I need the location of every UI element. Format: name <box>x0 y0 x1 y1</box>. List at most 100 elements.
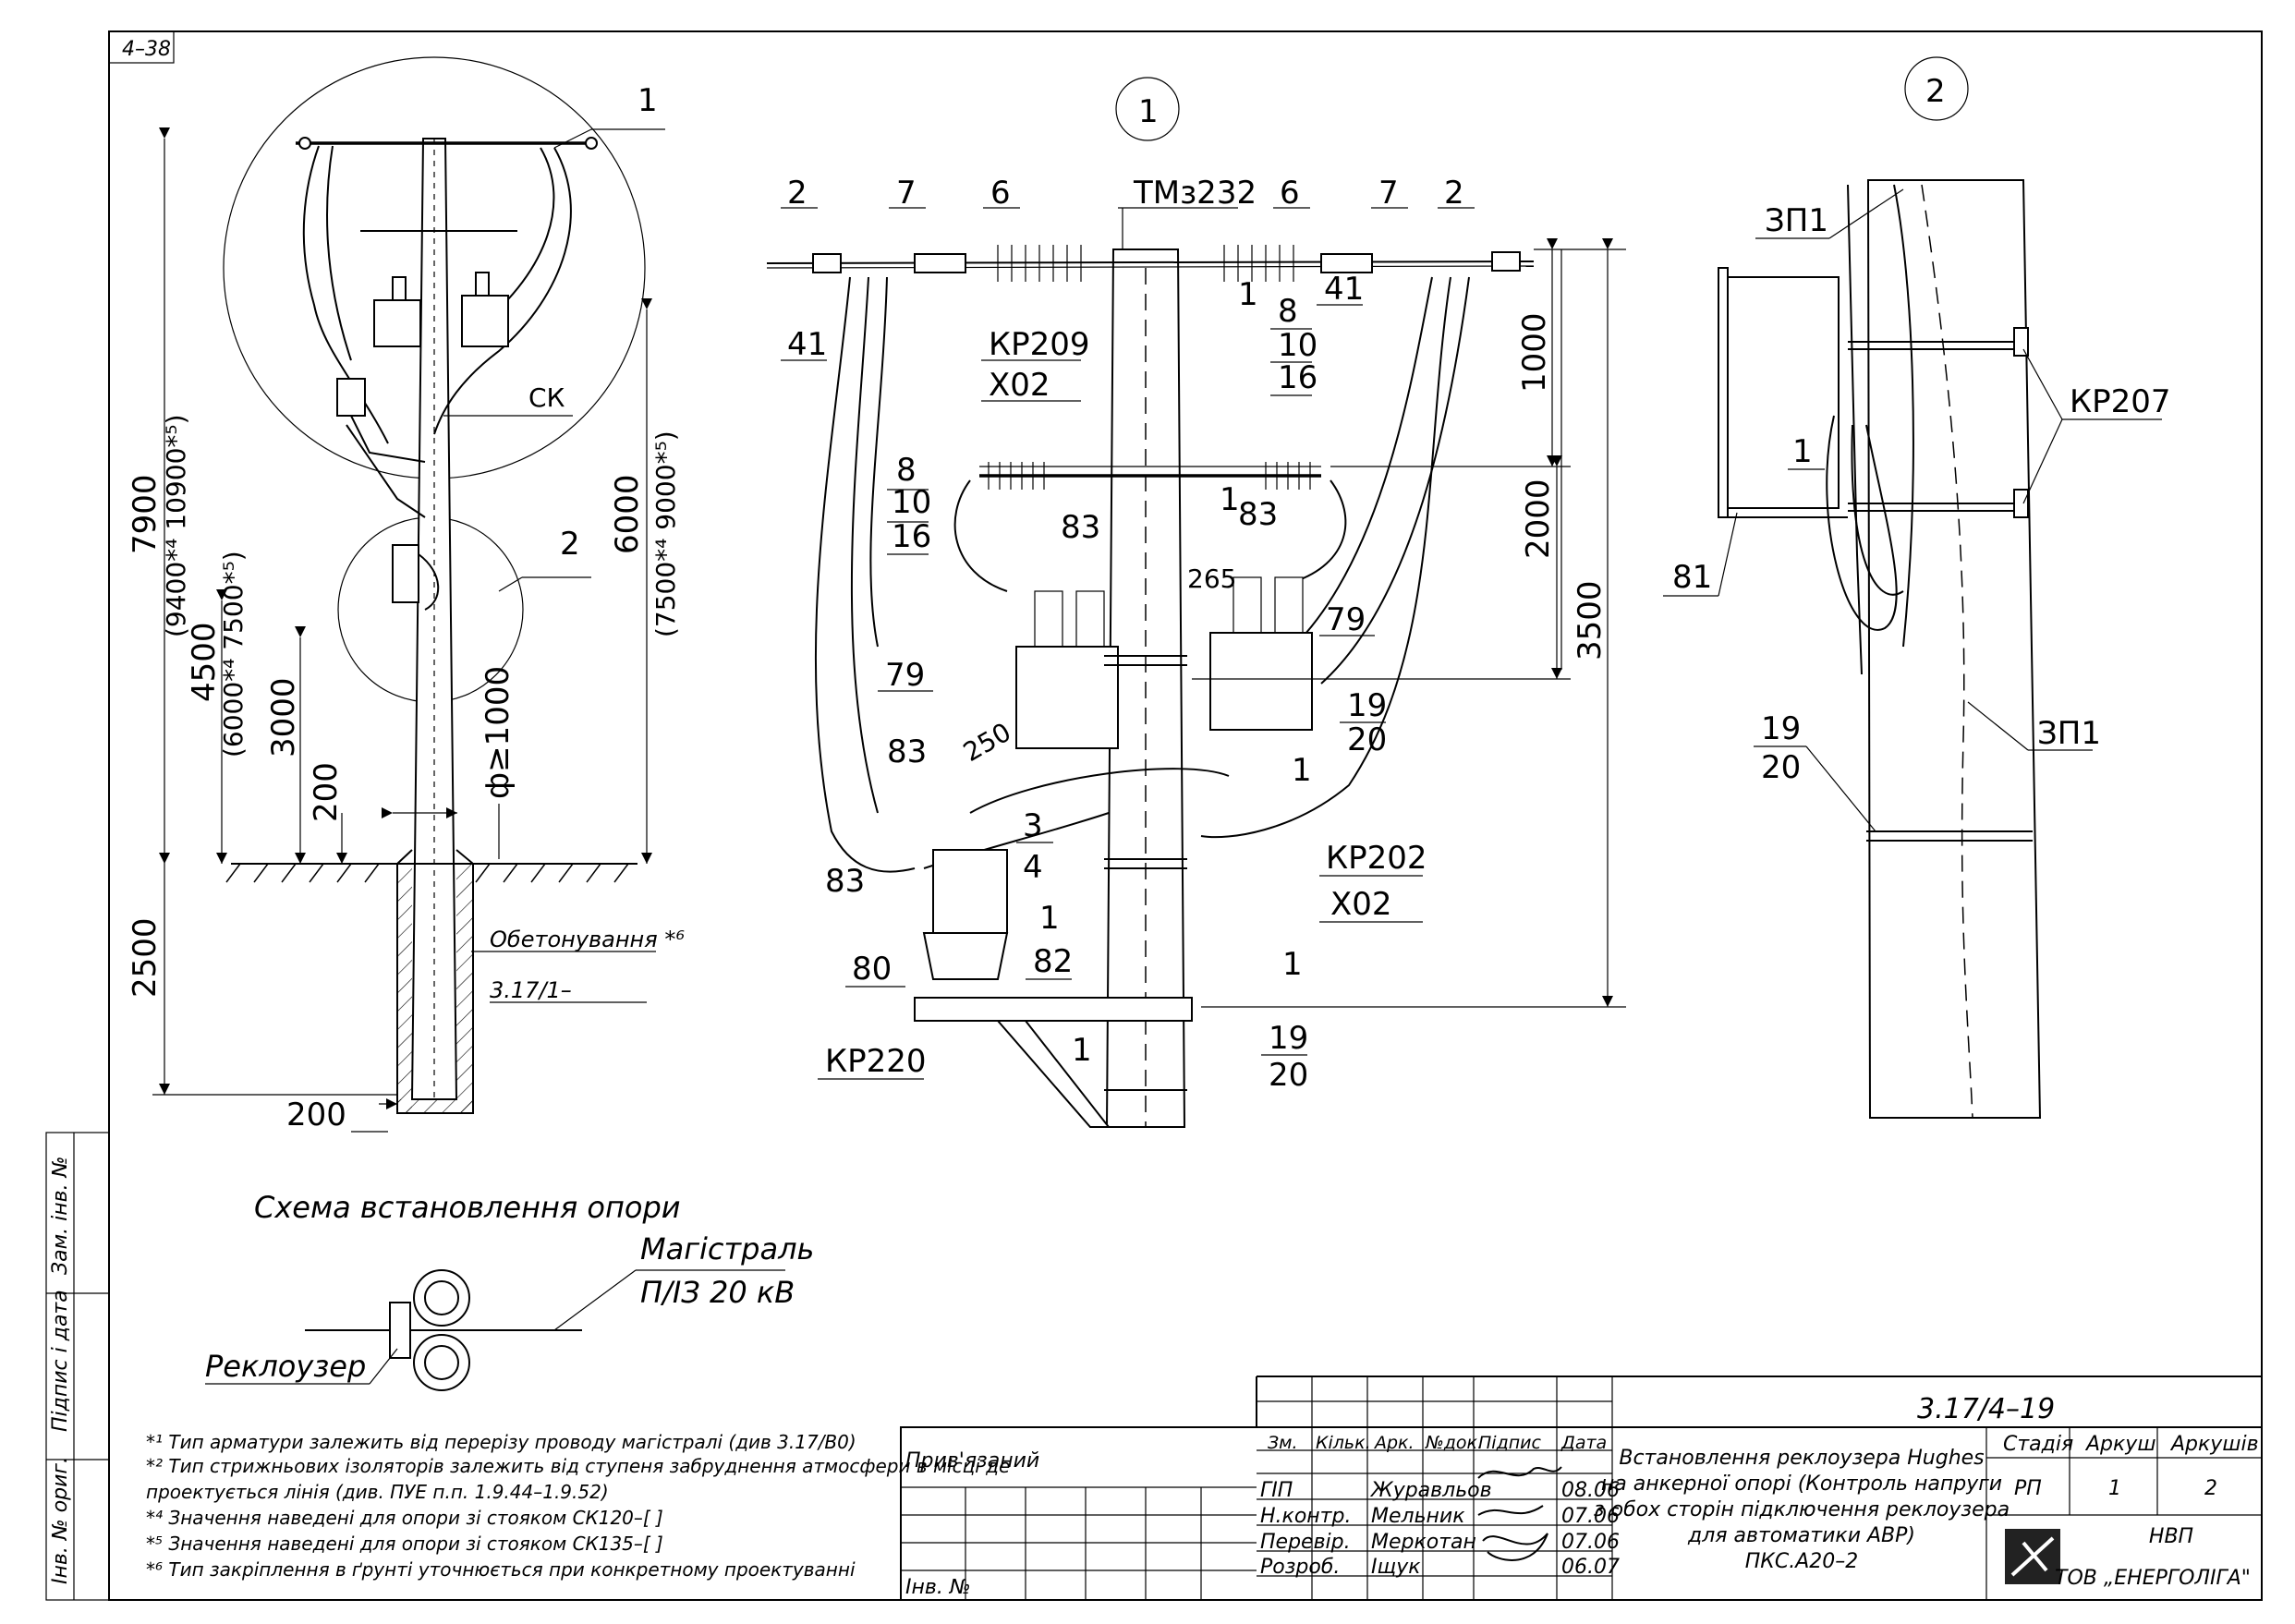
label-1-right: 1 <box>1792 433 1813 470</box>
note-2-cont: проектується лінія (див. ПУЕ п.п. 1.9.44… <box>146 1481 609 1503</box>
label-20b: 20 <box>1269 1057 1308 1094</box>
label-41b: 41 <box>1324 271 1364 308</box>
label-8b: 8 <box>1278 293 1298 330</box>
dim-1000: 1000 <box>1516 312 1553 393</box>
left-view-pole: 7900 (9400*⁴ 10900*⁵) 4500 (6000*⁴ 7500*… <box>127 56 685 1133</box>
label-kp207: КР207 <box>2070 383 2171 420</box>
callout-ck: СК <box>528 382 565 413</box>
hdr-ark: Арк. <box>1373 1433 1415 1453</box>
side-stamp: Зам. інв. № Підпис і дата Інв. № ориг. <box>45 1132 110 1601</box>
sheet-code: 4–38 <box>122 38 171 61</box>
stage-value: РП <box>2014 1477 2042 1500</box>
row-name-3: Меркотан <box>1371 1531 1476 1554</box>
row-role-3: Перевір. <box>1260 1531 1351 1554</box>
org-line-2: ТОВ „ЕНЕРГОЛІГА" <box>2055 1567 2251 1590</box>
label-83b: 83 <box>1238 496 1278 533</box>
hdr-zm: Зм. <box>1268 1433 1298 1453</box>
notes: *¹ Тип арматури залежить від перерізу пр… <box>146 1431 1010 1581</box>
stamp-inv: Інв. № ориг. <box>49 1457 72 1584</box>
hdr-ndok: №док. <box>1425 1433 1483 1453</box>
row-name-2: Мельник <box>1371 1505 1465 1528</box>
note-6: *⁶ Тип закріплення в ґрунті уточнюється … <box>146 1558 856 1581</box>
row-role-4: Розроб. <box>1260 1556 1340 1579</box>
label-1c: 1 <box>1292 752 1312 789</box>
scheme-title: Схема встановлення опори <box>254 1190 681 1225</box>
row-date-4: 06.07 <box>1561 1556 1620 1579</box>
dim-3500: 3500 <box>1572 580 1609 661</box>
dim-9400: (9400*⁴ 10900*⁵) <box>161 414 191 637</box>
row-role-2: Н.контр. <box>1260 1505 1351 1528</box>
doc-title-3: з обох сторін підключення реклоузера <box>1594 1498 2010 1521</box>
label-tm232: ТМз232 <box>1133 175 1257 212</box>
label-1d: 1 <box>1039 900 1060 937</box>
callout-2: 2 <box>560 526 580 563</box>
view-number-circle-1 <box>1115 77 1180 141</box>
dim-4500: 4500 <box>186 622 223 702</box>
scheme-main-line: Магістраль <box>640 1231 814 1266</box>
label-10b: 10 <box>1278 327 1318 364</box>
label-265: 265 <box>1187 564 1236 594</box>
doc-title-5: ПКС.А20–2 <box>1745 1550 1859 1573</box>
stage-header: Стадія <box>2003 1433 2073 1456</box>
view-number-circle-2 <box>1904 56 1969 121</box>
label-zp1b: ЗП1 <box>2037 715 2101 752</box>
label-20a: 20 <box>1347 721 1387 758</box>
label-20-right: 20 <box>1761 749 1801 786</box>
label-10a: 10 <box>892 484 931 521</box>
row-role-1: ГІП <box>1260 1479 1293 1502</box>
dim-7900: 7900 <box>127 474 164 554</box>
row-date-2: 07.06 <box>1561 1505 1620 1528</box>
label-79a: 79 <box>885 657 925 694</box>
label-81: 81 <box>1672 559 1712 596</box>
label-7a: 7 <box>896 175 917 212</box>
hdr-pidpys: Підпис <box>1478 1433 1541 1453</box>
label-41a: 41 <box>787 326 827 363</box>
label-kp209: КР209 <box>989 326 1090 363</box>
label-2a: 2 <box>787 175 808 212</box>
title-block: 3.17/4–19 Встановлення реклоузера Hughes… <box>900 1376 2263 1601</box>
label-kp202: КР202 <box>1326 840 1427 877</box>
stamp-pidpys: Підпис і дата <box>49 1290 72 1432</box>
row-name-4: Іщук <box>1371 1556 1421 1579</box>
note-2: *² Тип стрижньових ізоляторів залежить в… <box>146 1455 1010 1477</box>
view-number-1: 1 <box>1138 93 1159 130</box>
label-6b: 6 <box>1280 175 1300 212</box>
label-x02a: Х02 <box>989 367 1050 404</box>
right-pole <box>1866 179 2042 1119</box>
sheet-value: 1 <box>2108 1477 2121 1500</box>
label-83c: 83 <box>887 733 927 770</box>
scheme-line-type: П/ІЗ 20 кВ <box>640 1275 795 1310</box>
row-name-1: Журавльов <box>1369 1479 1492 1502</box>
label-4: 4 <box>1023 849 1043 886</box>
label-83a: 83 <box>1061 509 1100 546</box>
label-82: 82 <box>1033 943 1073 980</box>
dim-200-horizontal: 200 <box>286 1097 346 1133</box>
view-number-2: 2 <box>1925 73 1946 110</box>
installation-scheme: Схема встановлення опори Магістраль П/ІЗ… <box>205 1190 814 1391</box>
pryviazanyi-label: Прив'язаний <box>905 1449 1039 1473</box>
label-16b: 16 <box>1278 359 1318 396</box>
label-kp220: КР220 <box>825 1043 927 1080</box>
dim-7500: (7500*⁴ 9000*⁵) <box>650 430 681 637</box>
doc-code: 3.17/4–19 <box>1917 1393 2055 1425</box>
signatures <box>1477 1466 1562 1561</box>
label-6a: 6 <box>990 175 1011 212</box>
label-79b: 79 <box>1326 601 1366 638</box>
row-date-1: 08.06 <box>1561 1479 1620 1502</box>
dim-phi: ф≥1000 <box>480 666 516 799</box>
doc-title-1: Встановлення реклоузера Hughes <box>1619 1447 1984 1470</box>
concreting-ref: 3.17/1– <box>490 977 572 1003</box>
row-date-3: 07.06 <box>1561 1531 1620 1554</box>
sheets-header: Аркушів <box>2169 1433 2259 1456</box>
scheme-recloser: Реклоузер <box>205 1349 366 1384</box>
hdr-kilk: Кільк. <box>1316 1433 1371 1453</box>
hdr-data: Дата <box>1560 1433 1607 1453</box>
dim-6000-alt: (6000*⁴ 7500*⁵) <box>218 551 249 757</box>
dim-200-vertical: 200 <box>308 762 345 822</box>
center-view-detail: 1 <box>766 77 1626 1128</box>
label-19-right: 19 <box>1761 710 1801 747</box>
label-1b: 1 <box>1220 481 1240 518</box>
sheets-value: 2 <box>2204 1477 2217 1500</box>
label-80: 80 <box>852 951 892 988</box>
